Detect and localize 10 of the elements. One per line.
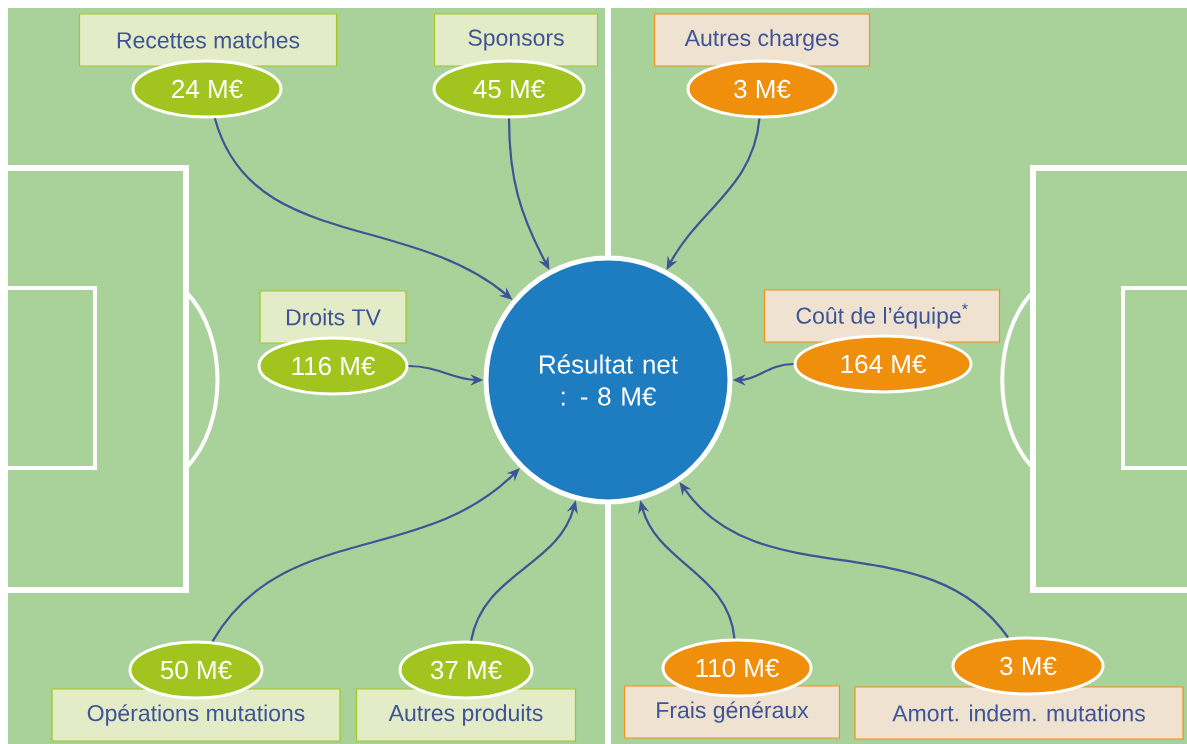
- label-box: Opérations mutations: [51, 688, 341, 742]
- label-box: Autres produits: [355, 688, 577, 742]
- label-box: Autres charges: [653, 13, 871, 67]
- label-box: Droits TV: [259, 290, 407, 344]
- label-box: Coût de l’équipe$^{*}$: [763, 289, 1001, 343]
- label-box: Frais généraux: [623, 685, 841, 739]
- arrow: [211, 468, 520, 642]
- label-box: Sponsors: [433, 13, 599, 67]
- label-box: Amort. indem. mutations: [854, 686, 1184, 740]
- label-box: Recettes matches: [78, 13, 338, 67]
